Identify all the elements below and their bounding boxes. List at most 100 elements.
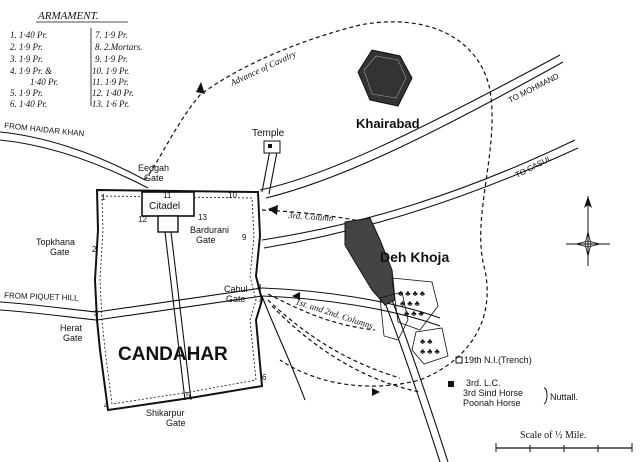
wall-number-4: 4: [104, 401, 109, 410]
trees-5: ♣ ♣ ♣: [420, 347, 441, 356]
columns-arrow-2: [372, 388, 380, 396]
shikarpur-gate-line1: Shikarpur: [146, 408, 185, 418]
topkhana-gate-line2: Gate: [50, 247, 70, 257]
khairabad-label: Khairabad: [356, 116, 420, 131]
armament-left-0: 1. 1·40 Pr.: [10, 30, 47, 40]
herat-gate-line1: Herat: [60, 323, 83, 333]
scale-label: Scale of ½ Mile.: [520, 430, 586, 441]
road-temple: [261, 149, 271, 193]
columns-arrow: [292, 292, 300, 300]
deh-khoja-block: [344, 217, 396, 306]
cavalry-marker: [448, 381, 454, 387]
route-cavalry-label: Advance of Cavalry: [228, 49, 298, 89]
trees-1: ♣ ♣ ♣ ♣: [398, 289, 426, 298]
road-temple-edge: [268, 151, 278, 195]
nuttall-brace: [543, 387, 548, 405]
cavalry-route: [144, 21, 493, 387]
trees-2: ♣ ♣ ♣: [400, 299, 421, 308]
citadel-keep: [157, 215, 179, 233]
garden-1: [391, 277, 439, 331]
bardurani-gate-line2: Gate: [196, 235, 216, 245]
road-citadel-shikarpur-edge: [170, 231, 192, 401]
armament-left-2: 3. 1·9 Pr.: [9, 54, 43, 64]
armament-left-6: 6. 1·40 Pr.: [10, 99, 47, 109]
wall-number-11: 11: [163, 191, 172, 200]
wall-number-3: 3: [94, 309, 99, 318]
road-cabul-east-edge: [261, 295, 441, 327]
wall-number-13: 13: [198, 213, 207, 222]
armament-left-5: 5. 1·9 Pr.: [10, 88, 43, 98]
trees-3: ♣ ♣ ♣: [404, 309, 425, 318]
road-south: [261, 295, 306, 401]
columns-route-a: [267, 293, 376, 331]
eedgah-gate-line1: Eedgah: [138, 163, 169, 173]
citadel-label: Citadel: [149, 201, 180, 212]
road-piquet-hill: [0, 301, 97, 313]
cavalry-arrow: [196, 82, 205, 94]
route-haidar-khan-label: FROM HAIDAR KHAN: [4, 121, 85, 138]
wall-number-9: 9: [242, 233, 247, 242]
garden-trees: ♣ ♣ ♣ ♣ ♣ ♣ ♣ ♣ ♣ ♣ ♣ ♣ ♣ ♣ ♣: [398, 289, 441, 356]
road-citadel-shikarpur: [164, 231, 186, 401]
compass-rose-center: [584, 231, 592, 257]
unit-poonah-label: Poonah Horse: [463, 398, 521, 408]
roads: [0, 54, 579, 462]
wall-number-5: 5: [186, 391, 191, 400]
columns-route-b: [267, 299, 401, 379]
unit-nuttall-label: Nuttall.: [550, 392, 578, 402]
road-piquet-hill-edge: [0, 309, 97, 321]
temple-door: [268, 144, 272, 148]
cabul-gate-line2: Gate: [226, 294, 246, 304]
compass-rose-ew: [575, 240, 601, 248]
trench-marker: [455, 356, 463, 364]
road-dehkhoja-south-edge: [387, 289, 449, 462]
deh-khoja-enclosure: [379, 291, 409, 341]
unit-trench-label: 19th N.I.(Trench): [464, 355, 532, 365]
temple-label: Temple: [252, 128, 285, 139]
armament-right-1: 8. 2.Mortars.: [95, 42, 143, 52]
armament-right-6: 13. 1·6 Pr.: [92, 99, 129, 109]
unit-lc-label: 3rd. L.C.: [466, 378, 501, 388]
wall-number-6: 6: [262, 373, 267, 382]
road-mohmand: [259, 54, 561, 191]
temple: [263, 140, 281, 154]
unit-sind-label: 3rd Sind Horse: [463, 388, 523, 398]
road-casul: [261, 139, 576, 241]
compass-icon: [566, 196, 610, 266]
armament-title: ARMAMENT.: [37, 10, 99, 22]
road-haidar-khan: [0, 131, 146, 181]
city-label: CANDAHAR: [118, 344, 228, 365]
shikarpur-gate-line2: Gate: [166, 418, 186, 428]
herat-gate-line2: Gate: [63, 333, 83, 343]
armament-left-3: 4. 1·9 Pr. &: [10, 66, 52, 76]
city-walls: [93, 188, 264, 412]
trees-4: ♣ ♣: [420, 337, 433, 346]
third-column-arrow: [268, 205, 278, 215]
wall-number-10: 10: [228, 191, 237, 200]
compass-north-arrow: [584, 196, 592, 208]
armament-legend: ARMAMENT. 1. 1·40 Pr. 2. 1·9 Pr. 3. 1·9 …: [9, 10, 143, 109]
deh-khoja-village: [344, 217, 449, 365]
troop-movements: [144, 21, 493, 396]
eedgah-gate-line2: Gate: [144, 173, 164, 183]
wall-number-7: 7: [258, 295, 263, 304]
unit-markers: [448, 356, 548, 405]
columns-route-c: [271, 305, 421, 393]
city-outer-wall: [93, 188, 264, 412]
citadel-enclosure: [141, 191, 195, 217]
armament-right-0: 7. 1·9 Pr.: [95, 30, 128, 40]
wall-number-8: 8: [257, 283, 262, 292]
road-dehkhoja-south: [379, 289, 441, 462]
road-mohmand-edge: [265, 61, 564, 199]
armament-left-1: 2. 1·9 Pr.: [10, 42, 43, 52]
armament-left-4: 1·40 Pr.: [30, 77, 58, 87]
armament-right-4: 11. 1·9 Pr.: [92, 77, 129, 87]
armament-right-2: 9. 1·9 Pr.: [95, 54, 128, 64]
route-third-column-label: 3rd. Column: [287, 210, 334, 223]
khairabad-inner: [363, 55, 407, 99]
wall-number-1: 1: [101, 193, 106, 202]
khairabad-village: [357, 49, 413, 107]
road-casul-edge: [263, 147, 579, 249]
